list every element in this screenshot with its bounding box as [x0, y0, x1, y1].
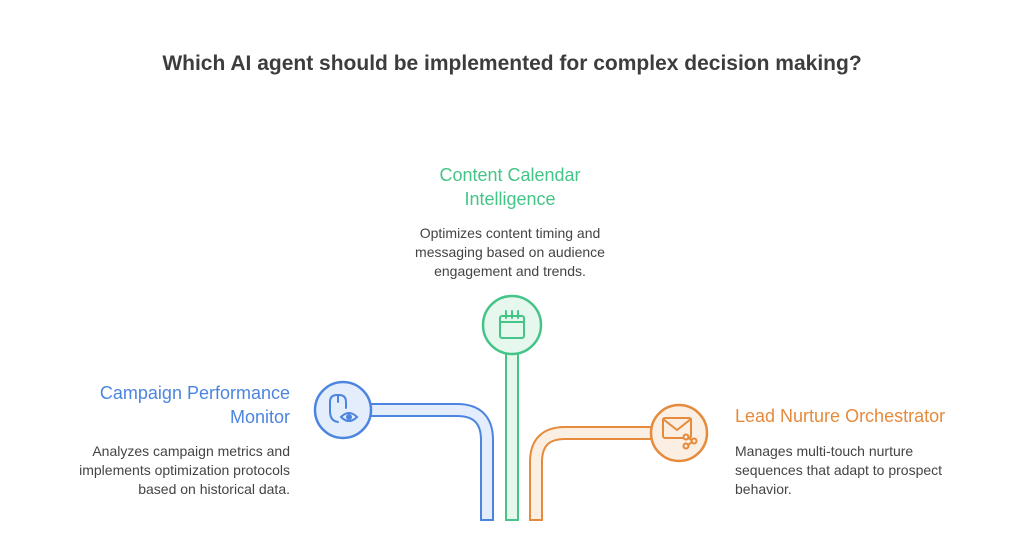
campaign-monitor-node: [313, 380, 373, 440]
page-title: Which AI agent should be implemented for…: [162, 52, 862, 75]
calendar-icon: [499, 310, 525, 339]
campaign-monitor-heading-line-1: Campaign Performance: [99, 383, 290, 403]
lead-nurture-heading-line-1: Lead Nurture Orchestrator: [735, 406, 946, 426]
campaign-monitor-desc-line-3: based on historical data.: [138, 481, 290, 497]
lead-nurture-desc-line-2: sequences that adapt to prospect: [735, 462, 943, 478]
content-calendar-desc-line-3: engagement and trends.: [434, 263, 586, 279]
campaign-monitor-heading-line-2: Monitor: [229, 407, 290, 427]
campaign-monitor-heading: Campaign Performance Monitor: [20, 381, 290, 429]
content-calendar-heading-line-1: Content Calendar: [439, 165, 581, 185]
lead-nurture-description: Manages multi-touch nurture sequences th…: [735, 442, 1015, 499]
campaign-monitor-desc-line-2: implements optimization protocols: [79, 462, 290, 478]
mouse-eye-icon: [329, 394, 359, 423]
lead-nurture-heading: Lead Nurture Orchestrator: [735, 404, 1015, 428]
content-calendar-heading: Content Calendar Intelligence: [380, 163, 640, 211]
mail-share-icon: [662, 417, 698, 450]
content-calendar-node: [481, 294, 543, 356]
lead-nurture-node: [649, 403, 709, 463]
content-calendar-desc-line-1: Optimizes content timing and: [419, 225, 601, 241]
campaign-monitor-description: Analyzes campaign metrics and implements…: [20, 442, 290, 499]
content-calendar-description: Optimizes content timing and messaging b…: [380, 224, 640, 281]
content-calendar-heading-line-2: Intelligence: [464, 189, 556, 209]
content-calendar-desc-line-2: messaging based on audience: [415, 244, 605, 260]
campaign-monitor-pipe: [370, 403, 494, 521]
lead-nurture-desc-line-1: Manages multi-touch nurture: [735, 443, 914, 459]
lead-nurture-pipe: [529, 426, 653, 521]
lead-nurture-desc-line-3: behavior.: [735, 481, 792, 497]
campaign-monitor-desc-line-1: Analyzes campaign metrics and: [92, 443, 290, 459]
